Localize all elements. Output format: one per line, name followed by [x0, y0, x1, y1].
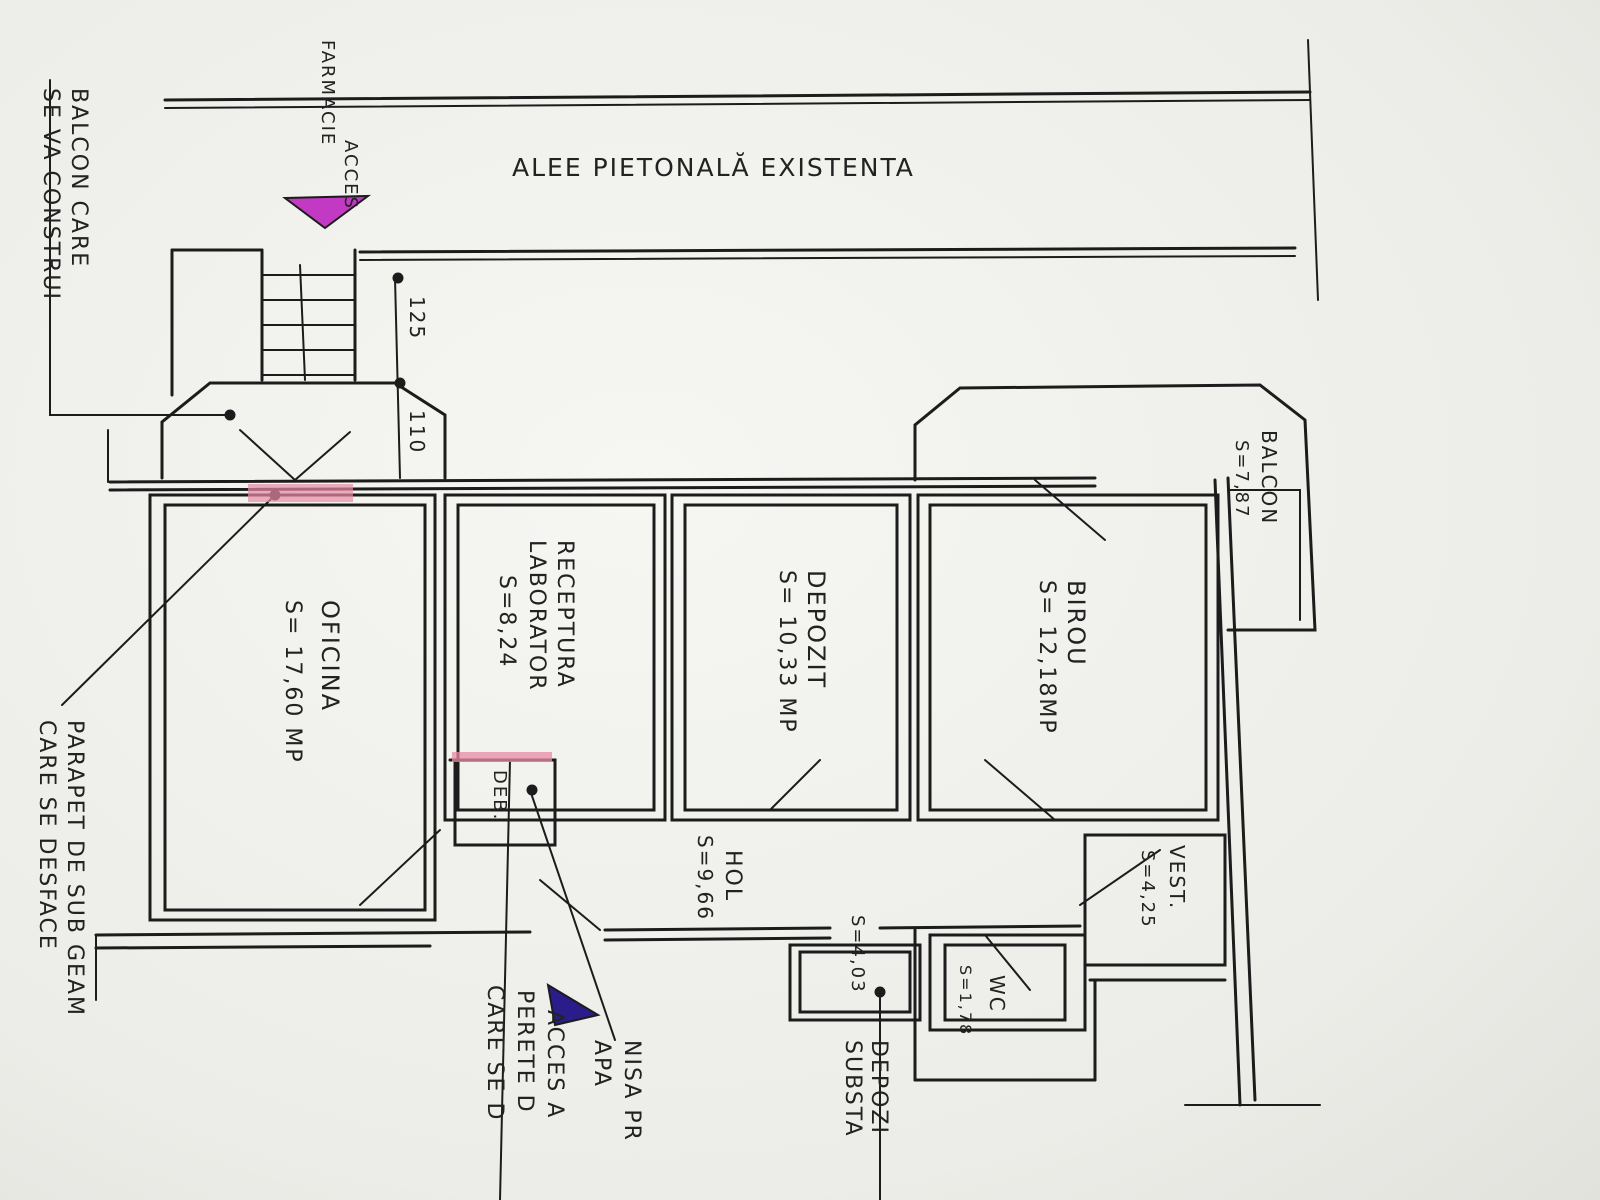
- balcony-note-2: SE VA CONSTRUI: [38, 88, 63, 301]
- water-note-1: NISA PR: [619, 1040, 644, 1142]
- street-line-top: [163, 90, 1312, 102]
- room-receptura-area: S=8,24: [494, 575, 519, 668]
- balcony-note-1: BALCON CARE: [66, 88, 91, 268]
- water-note-2: APA: [589, 1040, 614, 1088]
- room-balcon-area: S=7,87: [1231, 440, 1252, 519]
- room-birou-area: S= 12,18MP: [1034, 580, 1059, 735]
- room-sub-area: S=4,03: [847, 915, 868, 994]
- storage-note-1: DEPOZI: [866, 1040, 891, 1135]
- plan-lines: [49, 39, 1321, 1200]
- door-opening-highlight: [248, 484, 353, 502]
- room-depozit-area: S= 10,33 MP: [774, 570, 799, 734]
- room-receptura-name: RECEPTURA: [552, 540, 577, 689]
- room-oficina-area: S= 17,60 MP: [280, 600, 305, 764]
- room-hol-name: HOL: [720, 850, 745, 902]
- room-wc-area: S=1,78: [956, 965, 975, 1036]
- room-deb-name: DEB.: [489, 770, 510, 821]
- parapet-note-2: CARE SE DESFACE: [34, 720, 59, 951]
- storage-note-2: SUBSTA: [840, 1040, 865, 1138]
- wall-note-1: ACCES A: [542, 1010, 567, 1119]
- pharmacy-access-marker-icon: [282, 194, 372, 230]
- room-vest-area: S=4,25: [1137, 850, 1158, 929]
- dimension-125: 125: [405, 296, 429, 340]
- wall-removal-highlight: [452, 752, 552, 762]
- wall-note-3: CARE SE D: [482, 985, 507, 1121]
- room-vest-name: VEST.: [1165, 845, 1189, 910]
- room-birou-name: BIROU: [1062, 580, 1090, 667]
- room-depozit-name: DEPOZIT: [802, 570, 830, 689]
- dimension-110: 110: [405, 410, 429, 454]
- street-line-bottom: [358, 246, 1297, 254]
- access-pharmacy-label-1: ACCES: [340, 140, 361, 210]
- room-hol-area: S=9,66: [693, 835, 717, 921]
- room-balcon-name: BALCON: [1257, 430, 1281, 525]
- parapet-note-1: PARAPET DE SUB GEAM: [62, 720, 87, 1017]
- street-label: ALEE PIETONALĂ EXISTENTA: [512, 152, 915, 182]
- room-oficina-name: OFICINA: [316, 600, 344, 712]
- wall-note-2: PERETE D: [512, 990, 537, 1114]
- access-pharmacy-label-2: FARMACIE: [317, 40, 338, 146]
- room-laborator-name: LABORATOR: [524, 540, 549, 692]
- room-wc-name: WC: [985, 975, 1009, 1013]
- lab-access-marker-icon: [546, 983, 601, 1027]
